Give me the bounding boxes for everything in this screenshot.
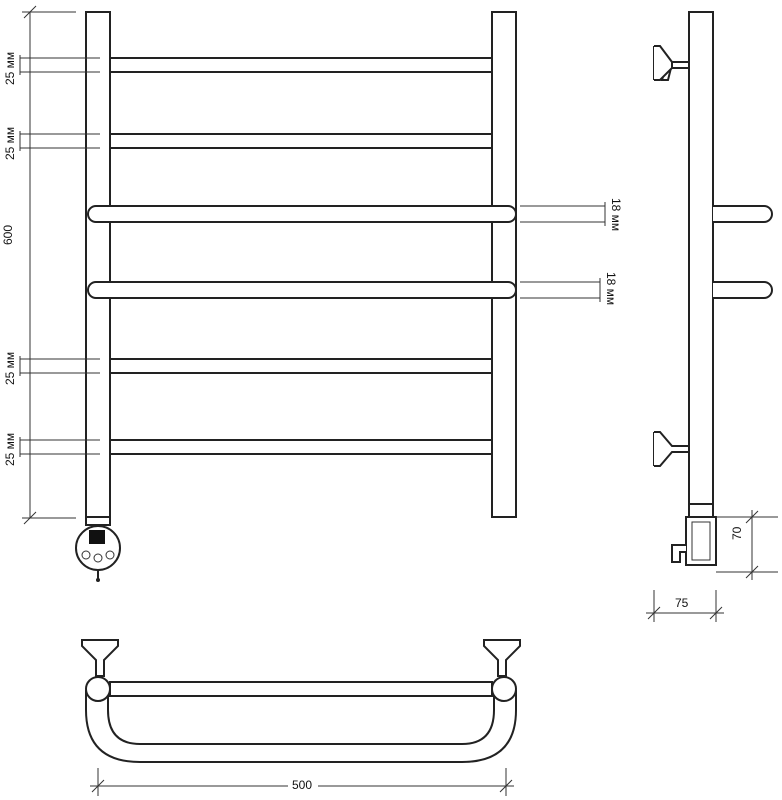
label-width-500: 500 xyxy=(292,778,312,792)
side-heating-unit xyxy=(685,516,717,566)
rung-1 xyxy=(109,57,493,73)
gap-marker-1: 25 мм xyxy=(3,52,100,85)
rung-3 xyxy=(109,358,493,374)
rung-2 xyxy=(109,133,493,149)
control-display xyxy=(89,530,105,544)
top-mount-right xyxy=(483,639,521,677)
side-shelf-bar-1 xyxy=(713,205,773,223)
post-bottom-cap xyxy=(85,516,111,526)
front-view: 600 25 мм 25 мм 25 мм 25 мм xyxy=(1,5,623,582)
control-knob-2 xyxy=(93,553,103,563)
wall-mount-bottom xyxy=(654,431,690,467)
label-bar-dia-2: 18 мм xyxy=(604,272,618,305)
top-bar xyxy=(109,681,493,697)
label-gap-top-1: 25 мм xyxy=(3,52,17,85)
gap-marker-2: 25 мм xyxy=(3,127,100,160)
bar-dia-marker-1: 18 мм xyxy=(520,198,623,231)
label-bar-dia-1: 18 мм xyxy=(609,198,623,231)
gap-marker-4: 25 мм xyxy=(3,433,100,466)
shelf-bar-2 xyxy=(87,281,517,299)
top-u-inner xyxy=(107,696,495,745)
shelf-bar-1 xyxy=(87,205,517,223)
gap-marker-3: 25 мм xyxy=(3,352,100,385)
top-u-outer xyxy=(85,690,517,763)
label-gap-bottom-2: 25 мм xyxy=(3,433,17,466)
label-depth: 75 xyxy=(675,596,689,610)
rung-4 xyxy=(109,439,493,455)
left-post xyxy=(85,11,111,518)
side-post xyxy=(688,11,714,518)
side-cable-outlet xyxy=(671,544,686,563)
right-post xyxy=(491,11,517,518)
side-view: 70 75 xyxy=(646,11,778,622)
label-height-600: 600 xyxy=(1,225,15,245)
top-joint-right xyxy=(491,676,517,702)
bar-dia-marker-2: 18 мм xyxy=(520,272,618,305)
control-knob-3 xyxy=(105,550,115,560)
control-knob-1 xyxy=(81,550,91,560)
label-unit-height: 70 xyxy=(730,526,744,540)
top-joint-left xyxy=(85,676,111,702)
top-mount-left xyxy=(81,639,119,677)
label-gap-top-2: 25 мм xyxy=(3,127,17,160)
side-shelf-bar-2 xyxy=(713,281,773,299)
top-view: 500 xyxy=(81,639,521,796)
label-gap-bottom-1: 25 мм xyxy=(3,352,17,385)
